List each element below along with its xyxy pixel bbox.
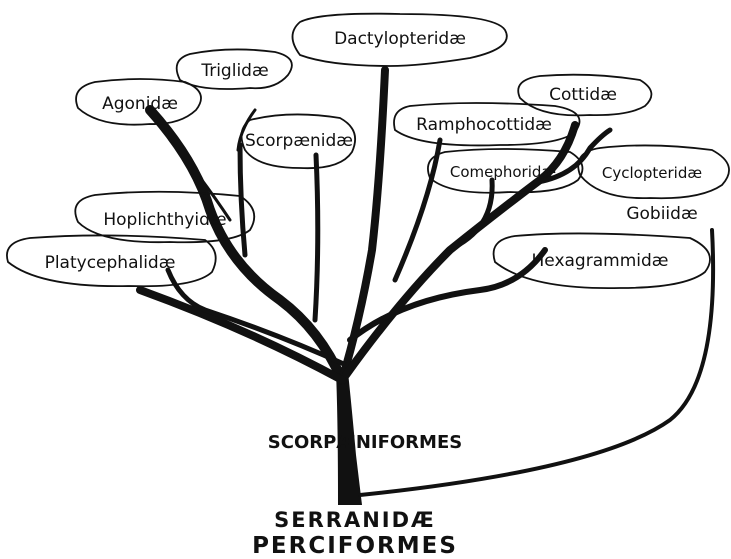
root-family-label: SERRANIDÆ (274, 508, 436, 532)
taxon-triglidae: Triglidæ (200, 61, 268, 81)
trunk (336, 372, 362, 505)
taxon-dactylopteridae: Dactylopteridæ (334, 29, 466, 49)
taxon-agonidae: Agonidæ (102, 94, 178, 114)
order-label: SCORPÆNIFORMES (268, 432, 462, 453)
taxon-cottidae: Cottidæ (549, 85, 617, 105)
taxon-hoplichthyidae: Hoplichthyidæ (103, 210, 226, 230)
taxon-hexagrammidae: Hexagrammidæ (532, 251, 669, 271)
taxon-cyclopteridae: Cyclopteridæ (602, 164, 702, 182)
taxon-gobiidae: Gobiidæ (626, 204, 697, 224)
taxon-platycephalidae: Platycephalidæ (45, 253, 176, 273)
balloons (6, 12, 730, 290)
taxon-comephoridae: Comephoridæ (450, 163, 556, 181)
taxon-scorpaenidae: Scorpænidæ (245, 131, 353, 151)
root-order-label: PERCIFORMES (252, 533, 458, 559)
taxon-ramphocottidae: Ramphocottidæ (416, 115, 552, 135)
